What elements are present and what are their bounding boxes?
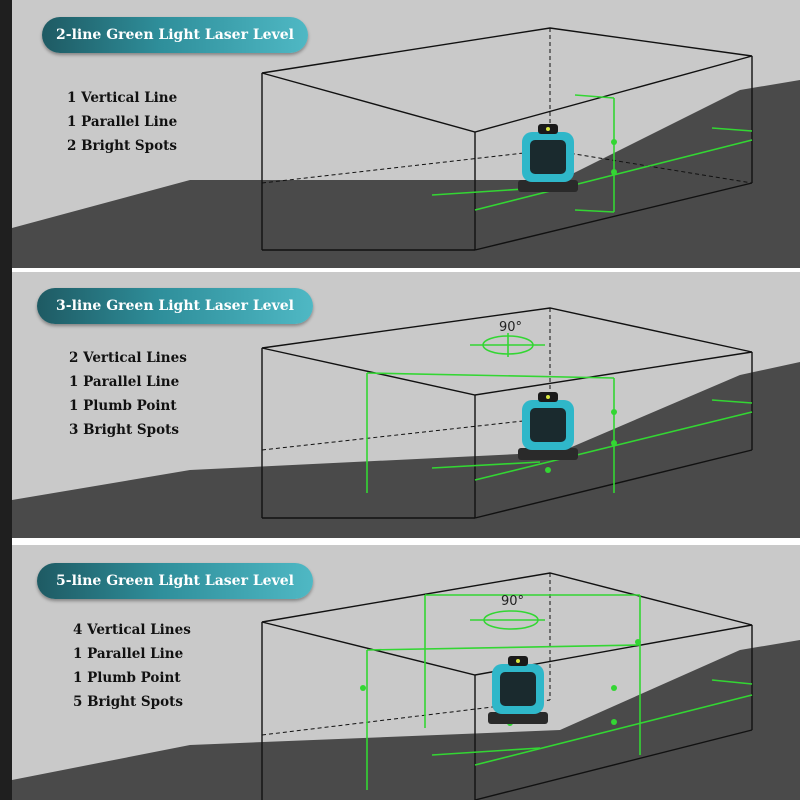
laser-room-illustration: 90°	[12, 307, 800, 538]
laser-level-device	[518, 124, 578, 192]
feature-list: 1 Vertical Line 1 Parallel Line 2 Bright…	[67, 86, 177, 158]
feature-item: 1 Parallel Line	[67, 114, 178, 130]
feature-list: 4 Vertical Lines 1 Parallel Line 1 Plumb…	[73, 618, 191, 714]
feature-item: 2 Bright Spots	[67, 138, 177, 154]
feature-list: 2 Vertical Lines 1 Parallel Line 1 Plumb…	[69, 346, 187, 442]
feature-item: 1 Vertical Line	[67, 90, 178, 106]
panel-title-badge: 2-line Green Light Laser Level	[42, 17, 308, 53]
feature-item: 1 Plumb Point	[69, 398, 177, 414]
panel-title-badge: 3-line Green Light Laser Level	[37, 288, 313, 324]
panel-2-line: 2-line Green Light Laser Level 1 Vertica…	[12, 0, 800, 268]
panel-title: 5-line Green Light Laser Level	[56, 573, 294, 589]
feature-item: 1 Parallel Line	[69, 374, 180, 390]
feature-item: 1 Parallel Line	[73, 646, 184, 662]
angle-label: 90°	[501, 594, 524, 609]
laser-room-illustration: 90°	[12, 572, 800, 800]
panel-5-line: 90° 5-line Green Light Laser Level 4 Ver…	[12, 545, 800, 800]
left-dark-strip	[0, 0, 12, 800]
panel-title: 2-line Green Light Laser Level	[56, 27, 294, 43]
feature-item: 3 Bright Spots	[69, 422, 179, 438]
feature-item: 2 Vertical Lines	[69, 350, 187, 366]
laser-room-illustration	[12, 27, 800, 268]
laser-level-device	[518, 392, 578, 460]
feature-item: 4 Vertical Lines	[73, 622, 191, 638]
angle-label: 90°	[499, 320, 522, 335]
panel-title: 3-line Green Light Laser Level	[56, 298, 294, 314]
laser-level-device	[488, 656, 548, 724]
panel-3-line: 90° 3-line Green Light Laser Level 2 Ver…	[12, 272, 800, 538]
feature-item: 5 Bright Spots	[73, 694, 183, 710]
feature-item: 1 Plumb Point	[73, 670, 181, 686]
panel-title-badge: 5-line Green Light Laser Level	[37, 563, 313, 599]
